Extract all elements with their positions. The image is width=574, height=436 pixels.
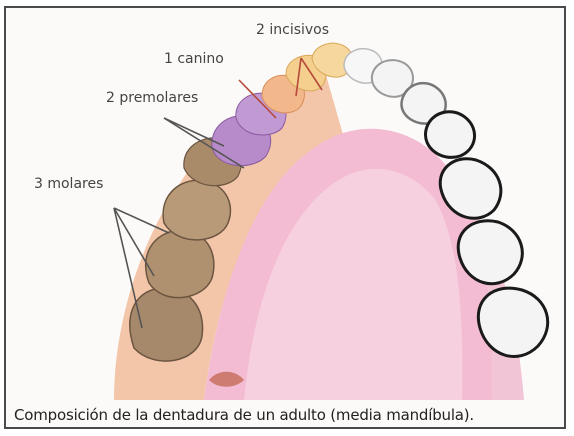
figure-caption: Composición de la dentadura de un adulto… <box>14 406 574 436</box>
label-incisors: 2 incisivos <box>256 22 329 38</box>
figure-frame: 2 incisivos 1 canino 2 premolares 3 mola… <box>4 6 566 429</box>
label-molars: 3 molares <box>34 176 103 192</box>
label-premolars: 2 premolares <box>106 90 198 106</box>
lower-jaw-illustration <box>14 18 564 400</box>
label-canine: 1 canino <box>164 51 224 67</box>
